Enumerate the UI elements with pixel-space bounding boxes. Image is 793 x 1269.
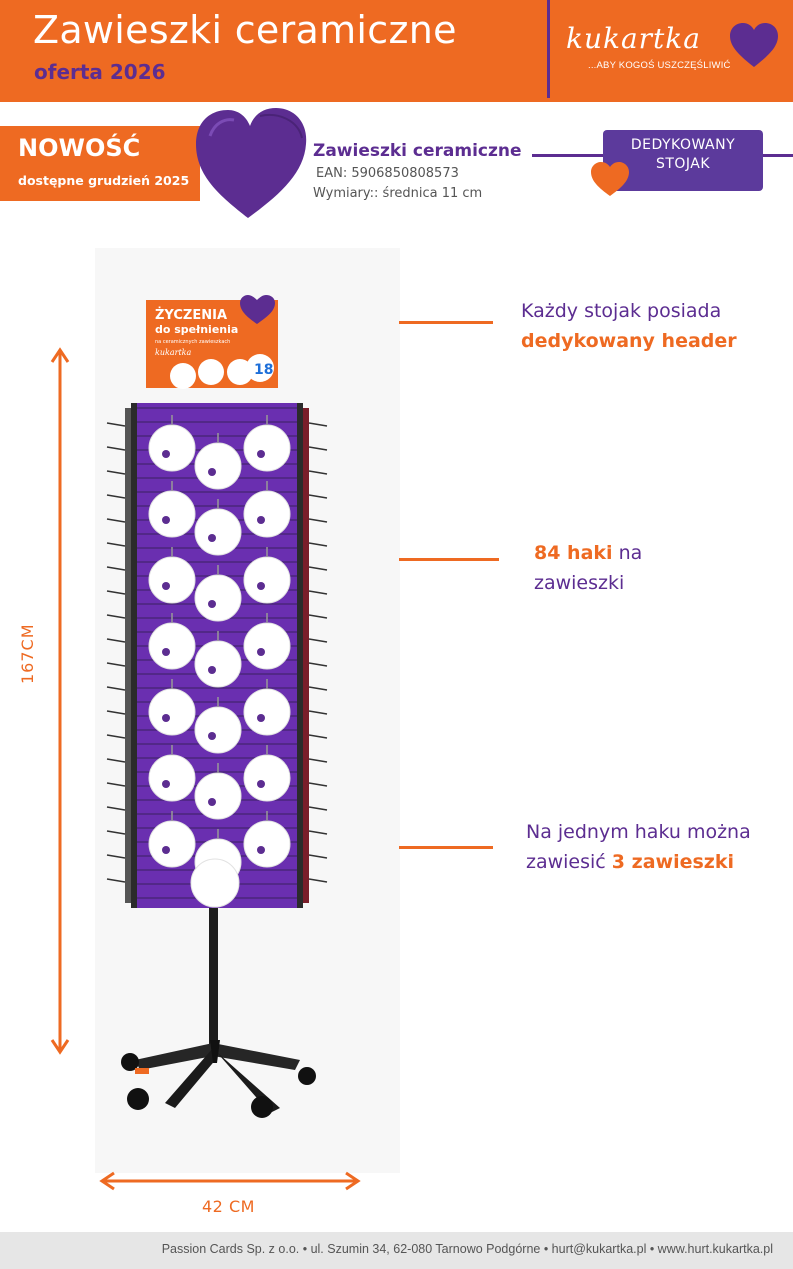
callout-2-text: na: [612, 542, 643, 564]
page-subtitle: oferta 2026: [34, 60, 166, 84]
dedicated-stand-label: DEDYKOWANY STOJAK: [603, 136, 763, 174]
sign-line-3: na ceramicznych zawieszkach: [155, 339, 230, 345]
callout-3-line: [399, 846, 493, 849]
top-banner: [0, 0, 793, 102]
svg-text:18: 18: [254, 362, 273, 378]
purple-heart-icon: [196, 108, 307, 218]
callout-1-text: Każdy stojak posiada: [521, 300, 722, 322]
availability-date: dostępne grudzień 2025: [18, 173, 190, 188]
callout-3-highlight: 3 zawieszki: [611, 851, 734, 873]
footer-contact: Passion Cards Sp. z o.o. • ul. Szumin 34…: [161, 1242, 773, 1256]
dedicated-line-2: STOJAK: [655, 156, 711, 172]
display-stand-illustration: ŻYCZENIA do spełnienia na ceramicznych z…: [106, 295, 328, 1118]
product-ean: EAN: 5906850808573: [316, 166, 459, 181]
callout-1-line: [399, 321, 493, 324]
logo-heart-icon: [730, 23, 778, 67]
dedicated-line-1: DEDYKOWANY: [630, 137, 736, 153]
sign-line-2: do spełnienia: [155, 323, 238, 336]
new-badge: [0, 126, 200, 201]
callout-3-line2: zawiesić: [526, 851, 612, 873]
callout-2: 84 haki na zawieszki: [534, 538, 642, 598]
sign-line-1: ŻYCZENIA: [155, 307, 227, 323]
header-divider: [547, 0, 550, 98]
callout-3-text: Na jednym haku można: [526, 821, 751, 843]
product-dimensions: Wymiary:: średnica 11 cm: [313, 186, 483, 201]
orange-heart-icon: [591, 162, 629, 196]
page-title: Zawieszki ceramiczne: [33, 8, 457, 52]
callout-1: Każdy stojak posiada dedykowany header: [521, 296, 737, 356]
callout-1-highlight: dedykowany header: [521, 330, 737, 352]
width-label: 42 CM: [202, 1197, 255, 1216]
callout-2-highlight: 84 haki: [534, 542, 613, 564]
footer-bar: [0, 1232, 793, 1269]
callout-2-line2: zawieszki: [534, 572, 625, 594]
product-name: Zawieszki ceramiczne: [313, 141, 522, 161]
new-badge-title: NOWOŚĆ: [18, 134, 141, 162]
logo-tagline: ...ABY KOGOŚ USZCZĘŚLIWIĆ: [588, 60, 731, 71]
logo-text: kukartka: [566, 22, 701, 55]
sign-brand: kukartka: [155, 348, 192, 357]
callout-3: Na jednym haku można zawiesić 3 zawieszk…: [526, 817, 751, 877]
height-label: 167CM: [18, 623, 37, 684]
dedicated-stand-box: [603, 130, 763, 191]
callout-2-line: [399, 558, 499, 561]
